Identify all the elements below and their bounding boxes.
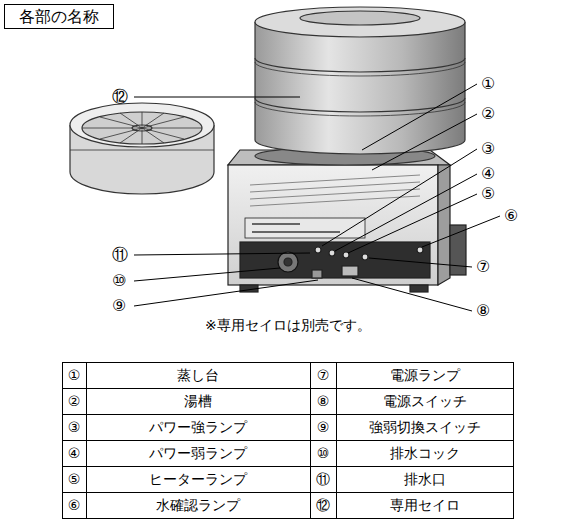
- table-cell: 電源ランプ: [336, 367, 513, 384]
- callout-number: ③: [481, 139, 495, 158]
- callout-number: ②: [481, 104, 495, 123]
- callout-number: ⑩: [112, 271, 126, 290]
- callout-number: ①: [481, 74, 495, 93]
- callout-number: ⑨: [112, 296, 126, 315]
- table-cell: ⑤: [62, 471, 86, 488]
- table-cell: ⑪: [310, 471, 336, 488]
- callout-number: ⑪: [112, 245, 128, 264]
- callout-number: ⑫: [112, 87, 128, 106]
- table-cell: 専用セイロ: [336, 497, 513, 514]
- table-cell: ⑧: [310, 393, 336, 410]
- table-cell: ⑫: [310, 497, 336, 514]
- table-cell: 強弱切換スイッチ: [336, 419, 513, 436]
- tray-drawing: [70, 103, 214, 194]
- base-unit-drawing: [228, 150, 466, 292]
- table-cell: パワー弱ランプ: [86, 445, 310, 462]
- table-cell: 水確認ランプ: [86, 497, 310, 514]
- steamer-drawing: [255, 7, 465, 165]
- leader-lines: [134, 84, 500, 311]
- title: 各部の名称: [19, 7, 99, 26]
- title-box: 各部の名称: [4, 4, 114, 29]
- callout-number: ⑥: [504, 206, 518, 225]
- table-cell: 排水口: [336, 471, 513, 488]
- callout-number: ④: [481, 164, 495, 183]
- table-cell: 電源スイッチ: [336, 393, 513, 410]
- table-cell: ④: [62, 445, 86, 462]
- table-cell: ⑨: [310, 419, 336, 436]
- table-cell: ③: [62, 419, 86, 436]
- note: ※専用セイロは別売です。: [205, 317, 371, 334]
- callout-number: ⑧: [476, 301, 490, 320]
- table-cell: ①: [62, 367, 86, 384]
- table-grid: [63, 363, 514, 519]
- table-cell: パワー強ランプ: [86, 419, 310, 436]
- table-cell: ⑩: [310, 445, 336, 462]
- table-cell: 蒸し台: [86, 367, 310, 384]
- table-cell: 湯槽: [86, 393, 310, 410]
- table-cell: 排水コック: [336, 445, 513, 462]
- table-cell: ヒーターランプ: [86, 471, 310, 488]
- callout-number: ⑦: [476, 257, 490, 276]
- callout-number: ⑤: [481, 184, 495, 203]
- table-cell: ⑦: [310, 367, 336, 384]
- table-cell: ②: [62, 393, 86, 410]
- table-cell: ⑥: [62, 497, 86, 514]
